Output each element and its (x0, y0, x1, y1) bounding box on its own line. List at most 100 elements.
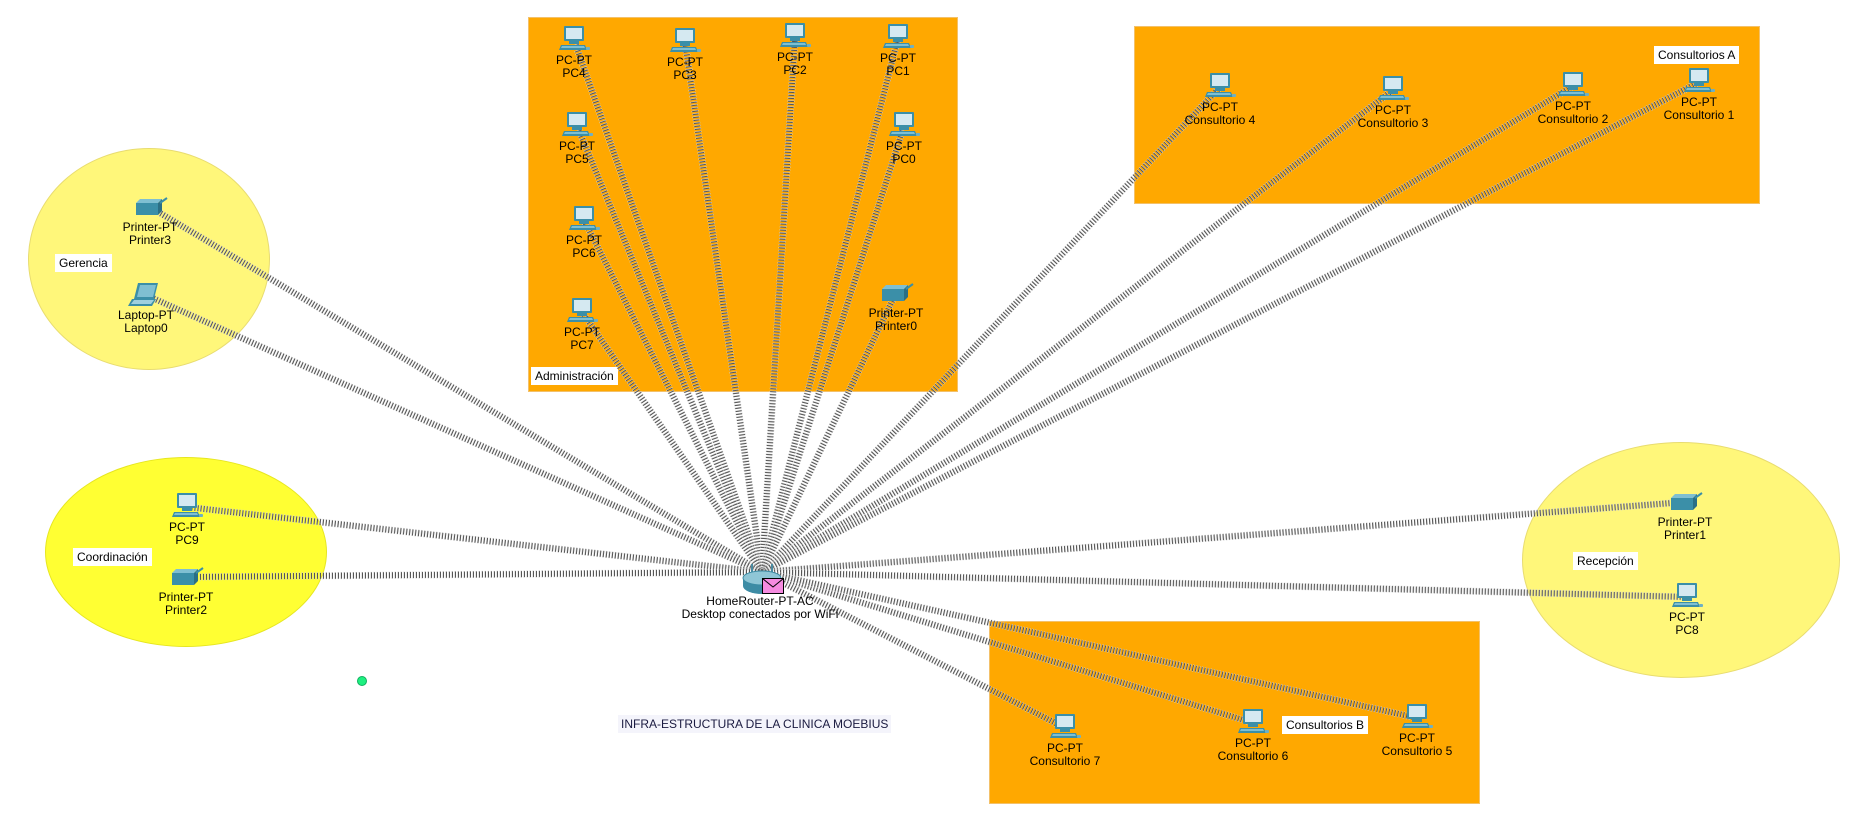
device-pc2[interactable] (777, 21, 813, 53)
desktop-pc-icon (880, 24, 916, 58)
desktop-pc-icon (1555, 72, 1591, 106)
zone-label-consultorios-a: Consultorios A (1654, 46, 1740, 64)
device-model: PC-PT (1399, 731, 1435, 745)
device-consultorio1[interactable] (1681, 66, 1717, 98)
device-name: Consultorio 3 (1357, 116, 1429, 130)
device-pc3[interactable] (667, 26, 703, 58)
device-name: PC0 (892, 152, 916, 166)
device-name: Printer2 (164, 603, 208, 617)
device-printer0[interactable] (878, 277, 914, 309)
device-name: Consultorio 1 (1663, 108, 1735, 122)
device-name: Consultorio 7 (1029, 754, 1101, 768)
desktop-pc-icon (1399, 704, 1435, 738)
zone-label-administracion: Administración (531, 367, 618, 385)
device-pc4[interactable] (556, 24, 592, 56)
desktop-pc-icon (1235, 709, 1271, 743)
device-model: PC-PT (564, 325, 600, 339)
device-consultorio6[interactable] (1235, 707, 1271, 739)
router-label: HomeRouter-PT-AC Desktop conectados por … (682, 595, 839, 621)
desktop-pc-icon (556, 26, 592, 60)
desktop-pc-icon (559, 112, 595, 146)
device-laptop0[interactable] (128, 279, 164, 311)
device-model: PC-PT (1681, 95, 1717, 109)
device-name: PC5 (565, 152, 589, 166)
device-model: PC-PT (1235, 736, 1271, 750)
zone-recepcion[interactable] (1522, 442, 1840, 678)
device-pc9[interactable] (169, 491, 205, 523)
device-name: PC8 (1675, 623, 1699, 637)
device-name: PC4 (562, 66, 586, 80)
device-model: PC-PT (556, 53, 592, 67)
desktop-pc-icon (1669, 583, 1705, 617)
device-model: PC-PT (559, 139, 595, 153)
device-name: Printer1 (1663, 528, 1707, 542)
laptop-icon (128, 283, 164, 315)
device-name: PC1 (886, 64, 910, 78)
device-pc5[interactable] (559, 110, 595, 142)
device-model: PC-PT (1375, 103, 1411, 117)
desktop-pc-icon (777, 23, 813, 57)
device-consultorio7[interactable] (1047, 712, 1083, 744)
home-router-device[interactable] (740, 560, 784, 596)
device-pc0[interactable] (886, 110, 922, 142)
device-pc6[interactable] (566, 204, 602, 236)
device-printer3[interactable] (132, 191, 168, 223)
desktop-pc-icon (169, 493, 205, 527)
device-model: PC-PT (1555, 99, 1591, 113)
device-printer1[interactable] (1667, 486, 1703, 518)
device-pc7[interactable] (564, 296, 600, 328)
device-model: PC-PT (886, 139, 922, 153)
device-pc8[interactable] (1669, 581, 1705, 613)
desktop-pc-icon (1681, 68, 1717, 102)
printer-icon (1667, 492, 1703, 522)
device-consultorio5[interactable] (1399, 702, 1435, 734)
desktop-pc-icon (667, 28, 703, 62)
desktop-pc-icon (1202, 73, 1238, 107)
device-consultorio4[interactable] (1202, 71, 1238, 103)
device-name: PC6 (572, 246, 596, 260)
diagram-title: INFRA-ESTRUCTURA DE LA CLINICA MOEBIUS (618, 715, 892, 733)
device-model: Printer-PT (868, 306, 924, 320)
device-model: PC-PT (1669, 610, 1705, 624)
device-name: PC9 (175, 533, 199, 547)
zone-label-recepcion: Recepción (1573, 552, 1638, 570)
device-model: Printer-PT (158, 590, 214, 604)
device-model: PC-PT (1047, 741, 1083, 755)
device-name: Consultorio 5 (1381, 744, 1453, 758)
desktop-pc-icon (564, 298, 600, 332)
device-model: PC-PT (777, 50, 813, 64)
router-name: Desktop conectados por WiFi (681, 607, 839, 621)
envelope-icon[interactable] (762, 578, 784, 594)
device-name: PC3 (673, 68, 697, 82)
device-model: Laptop-PT (117, 308, 175, 322)
printer-icon (132, 197, 168, 227)
device-pc1[interactable] (880, 22, 916, 54)
device-consultorio2[interactable] (1555, 70, 1591, 102)
printer-icon (878, 283, 914, 313)
device-model: PC-PT (566, 233, 602, 247)
device-model: Printer-PT (1657, 515, 1713, 529)
device-printer2[interactable] (168, 561, 204, 593)
zone-label-consultorios-b: Consultorios B (1282, 716, 1369, 734)
status-dot[interactable] (357, 676, 367, 686)
device-consultorio3[interactable] (1375, 74, 1411, 106)
zone-label-coordinacion: Coordinación (73, 548, 152, 566)
device-name: Printer0 (874, 319, 918, 333)
device-name: PC7 (570, 338, 594, 352)
